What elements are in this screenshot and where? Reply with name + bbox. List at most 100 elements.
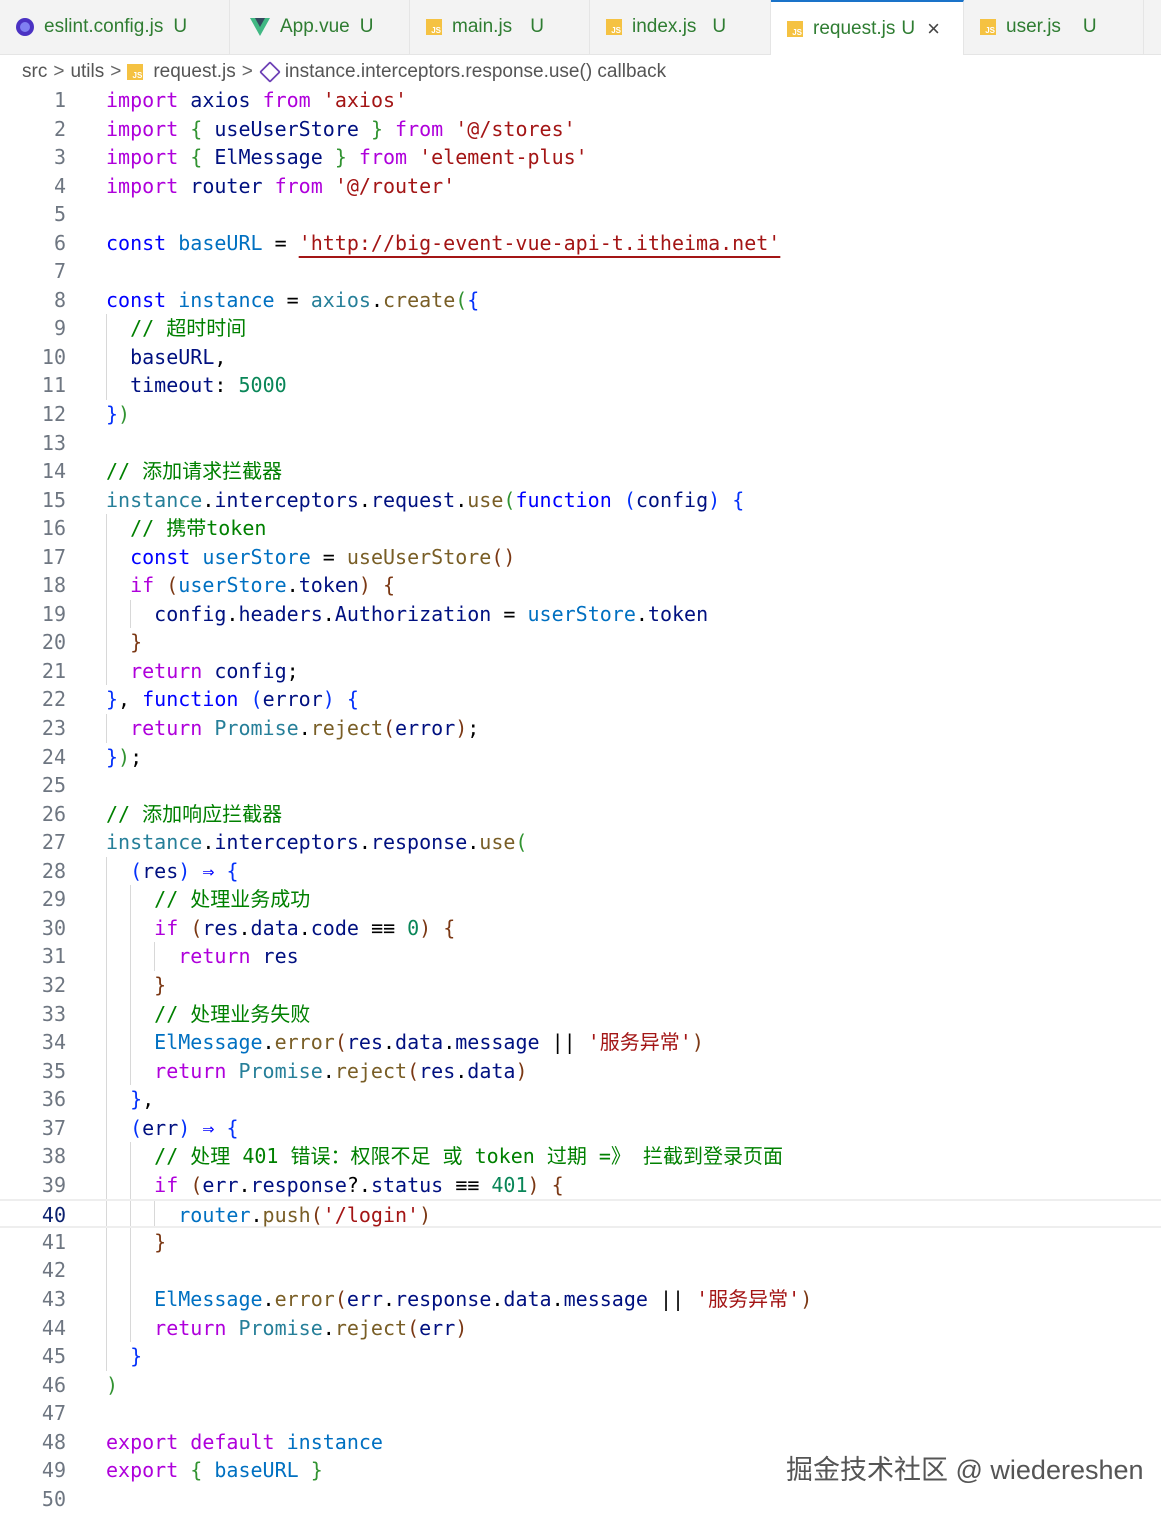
editor-tab-bar: eslint.config.js U App.vue U main.js U i… — [0, 0, 1161, 55]
line-number: 10 — [41, 344, 66, 369]
close-tab-icon[interactable]: × — [927, 15, 940, 41]
code-line[interactable]: 44 return Promise.reject(err) — [0, 1313, 1161, 1343]
indent-guide — [106, 1142, 107, 1171]
code-line[interactable]: 34 ElMessage.error(res.data.message || '… — [0, 1028, 1161, 1057]
line-number: 3 — [53, 145, 66, 170]
code-line[interactable]: 45 } — [0, 1342, 1161, 1371]
code-line[interactable]: 23 return Promise.reject(error); — [0, 714, 1161, 743]
line-number: 46 — [41, 1372, 66, 1397]
line-number: 48 — [41, 1429, 66, 1454]
code-line[interactable]: 11 timeout: 5000 — [0, 371, 1161, 401]
code-text: // 添加请求拦截器 — [106, 459, 283, 484]
line-number: 15 — [41, 487, 66, 512]
chevron-right-icon: > — [110, 61, 122, 82]
tab-label: user.js — [1006, 16, 1061, 37]
code-line[interactable]: 41 } — [0, 1227, 1161, 1257]
code-line[interactable]: 13 — [0, 429, 1161, 458]
code-line[interactable]: 28 (res) ⇒ { — [0, 856, 1161, 886]
code-line[interactable]: 25 — [0, 771, 1161, 800]
code-text: return Promise.reject(res.data) — [154, 1058, 528, 1083]
breadcrumb: src > utils > request.js > instance.inte… — [22, 58, 666, 86]
code-text: if (res.data.code ≡≡ 0) { — [154, 915, 456, 940]
code-line[interactable]: 31 return res — [0, 942, 1161, 971]
line-number: 37 — [41, 1115, 66, 1140]
code-line[interactable]: 50 — [0, 1485, 1161, 1514]
tab-index-js[interactable]: index.js U — [590, 0, 771, 54]
tab-eslint-config[interactable]: eslint.config.js U — [0, 0, 230, 54]
code-line[interactable]: 24}); — [0, 743, 1161, 772]
tab-main-js[interactable]: main.js U — [410, 0, 590, 54]
code-line[interactable]: 12}) — [0, 400, 1161, 429]
line-number: 36 — [41, 1087, 66, 1112]
code-line[interactable]: 43 ElMessage.error(err.response.data.mes… — [0, 1284, 1161, 1314]
code-line[interactable]: 33 // 处理业务失败 — [0, 999, 1161, 1029]
code-line[interactable]: 19 config.headers.Authorization = userSt… — [0, 599, 1161, 629]
code-line[interactable]: 39 if (err.response?.status ≡≡ 401) { — [0, 1170, 1161, 1200]
code-line[interactable]: 20 } — [0, 628, 1161, 657]
code-line[interactable]: 40 router.push('/login') — [0, 1199, 1161, 1228]
chevron-right-icon: > — [53, 61, 65, 82]
breadcrumb-file[interactable]: request.js — [153, 61, 236, 82]
code-line[interactable]: 32 } — [0, 970, 1161, 1000]
indent-guide — [106, 628, 107, 657]
code-line[interactable]: 36 }, — [0, 1085, 1161, 1114]
line-number: 2 — [53, 116, 66, 141]
breadcrumb-symbol[interactable]: instance.interceptors.response.use() cal… — [284, 61, 667, 82]
code-line[interactable]: 22}, function (error) { — [0, 685, 1161, 714]
line-number: 38 — [41, 1144, 66, 1169]
code-text: return config; — [130, 658, 299, 683]
code-line[interactable]: 29 // 处理业务成功 — [0, 885, 1161, 914]
code-line[interactable]: 42 — [0, 1256, 1161, 1285]
tab-label: request.js — [813, 17, 896, 39]
indent-guide — [130, 1056, 132, 1086]
indent-guide — [130, 885, 132, 914]
line-number: 17 — [41, 544, 66, 569]
code-line[interactable]: 14// 添加请求拦截器 — [0, 457, 1161, 486]
line-number: 42 — [41, 1258, 66, 1283]
line-number: 26 — [41, 801, 66, 826]
code-line[interactable]: 46) — [0, 1371, 1161, 1400]
code-line[interactable]: 26// 添加响应拦截器 — [0, 800, 1161, 829]
code-line[interactable]: 38 // 处理 401 错误：权限不足 或 token 过期 =》 拦截到登录… — [0, 1142, 1161, 1171]
code-line[interactable]: 5 — [0, 200, 1161, 229]
line-number: 41 — [41, 1229, 66, 1254]
line-number: 34 — [41, 1030, 66, 1055]
tab-user-js[interactable]: user.js U — [964, 0, 1144, 54]
code-text: return Promise.reject(err) — [154, 1315, 468, 1340]
code-line[interactable]: 30 if (res.data.code ≡≡ 0) { — [0, 913, 1161, 943]
line-number: 50 — [41, 1486, 66, 1511]
code-line[interactable]: 47 — [0, 1399, 1161, 1428]
code-line[interactable]: 35 return Promise.reject(res.data) — [0, 1056, 1161, 1086]
line-number: 24 — [41, 744, 66, 769]
code-line[interactable]: 10 baseURL, — [0, 342, 1161, 372]
line-number: 9 — [53, 316, 66, 341]
code-line[interactable]: 18 if (userStore.token) { — [0, 571, 1161, 600]
line-number: 6 — [53, 230, 66, 255]
indent-guide — [106, 571, 107, 600]
line-number: 43 — [41, 1286, 66, 1311]
tab-request-js[interactable]: request.js U × — [771, 0, 964, 55]
code-text: } — [130, 1344, 143, 1369]
indent-guide — [130, 913, 132, 943]
code-line[interactable]: 16 // 携带token — [0, 514, 1161, 543]
breadcrumb-src[interactable]: src — [22, 61, 48, 82]
code-line[interactable]: 21 return config; — [0, 656, 1161, 686]
breadcrumb-utils[interactable]: utils — [70, 61, 105, 82]
code-line[interactable]: 37 (err) ⇒ { — [0, 1113, 1161, 1143]
code-line[interactable]: 7 — [0, 257, 1161, 286]
line-number: 29 — [41, 887, 66, 912]
code-line[interactable]: 17 const userStore = useUserStore() — [0, 542, 1161, 572]
code-line[interactable]: 9 // 超时时间 — [0, 314, 1161, 343]
tab-app-vue[interactable]: App.vue U — [230, 0, 410, 54]
